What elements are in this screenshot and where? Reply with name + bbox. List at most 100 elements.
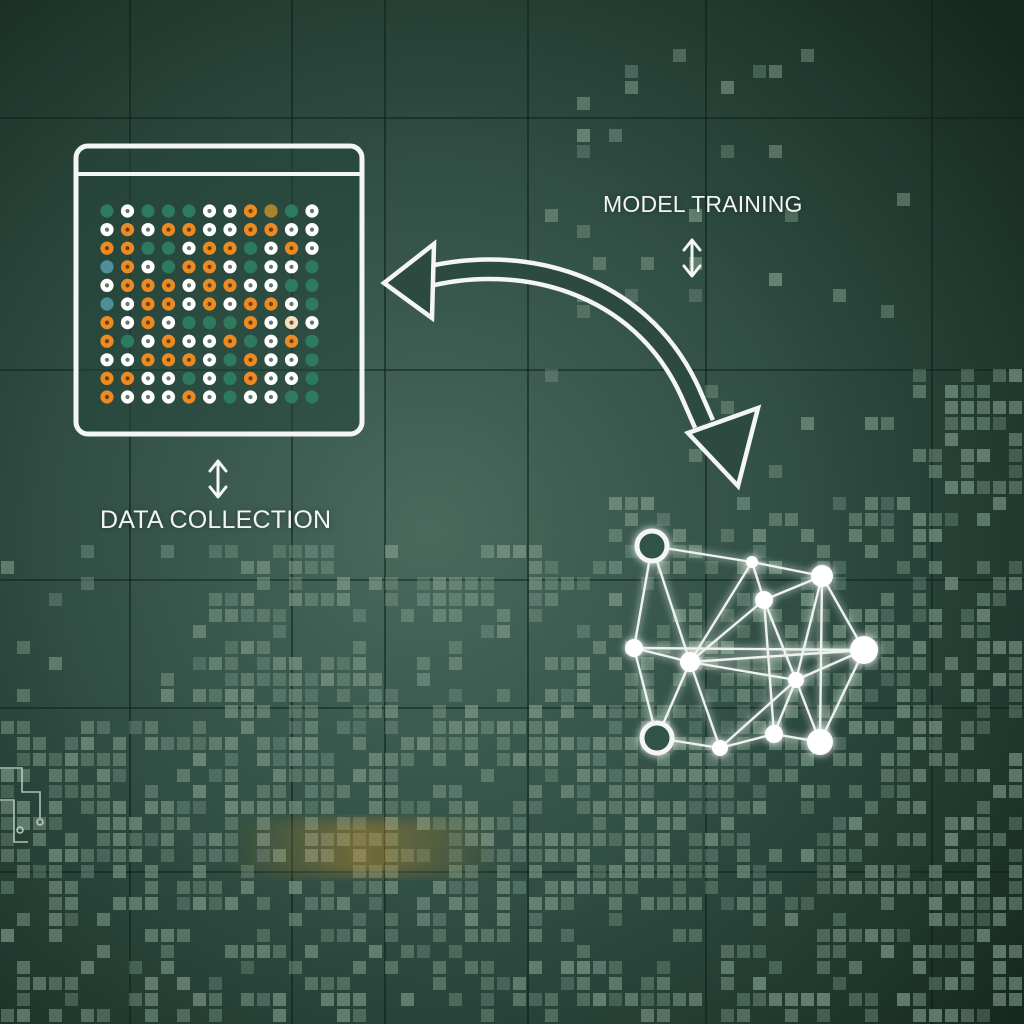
data-dot-center: [166, 357, 171, 362]
pixel-map-background: [1, 49, 1022, 1022]
data-dot-center: [166, 339, 171, 344]
data-dot-center: [227, 264, 233, 269]
data-dot-center: [248, 301, 253, 307]
network-node: [634, 528, 670, 564]
neural-network-icon: [625, 528, 878, 756]
data-dot-center: [268, 283, 274, 288]
data-dot: [305, 260, 319, 274]
data-dot: [223, 390, 237, 404]
up-down-arrow-icon: [208, 459, 228, 499]
data-dot-center: [268, 246, 274, 251]
network-edge: [689, 660, 797, 682]
data-dot-center: [289, 264, 294, 269]
data-dot: [202, 316, 217, 330]
data-dot: [305, 390, 319, 404]
data-dot-center: [104, 339, 110, 344]
data-dot-center: [227, 301, 233, 307]
data-dot-center: [125, 264, 130, 269]
data-dot-center: [145, 283, 151, 288]
network-edge: [688, 561, 754, 663]
data-dot: [182, 316, 196, 330]
data-dot-center: [125, 227, 130, 232]
data-dot-center: [145, 320, 151, 325]
data-dot-center: [186, 301, 192, 307]
data-dot-center: [166, 301, 171, 307]
data-dot-center: [289, 376, 294, 381]
network-node: [811, 565, 833, 587]
data-dot-center: [145, 394, 151, 400]
network-node: [850, 636, 878, 664]
data-dot-center: [207, 394, 212, 400]
data-dot-center: [104, 320, 110, 325]
data-dot-center: [104, 283, 110, 288]
network-edge: [689, 648, 865, 664]
data-dot-center: [125, 208, 130, 214]
data-dot-center: [227, 339, 233, 344]
data-dot-center: [104, 376, 110, 381]
data-dot: [100, 260, 114, 274]
data-dot: [223, 353, 237, 367]
data-dot: [161, 260, 176, 274]
network-node: [746, 556, 758, 568]
data-dot-center: [166, 227, 171, 232]
network-node: [712, 740, 728, 756]
circuit-trace: [0, 767, 44, 843]
data-dot: [264, 204, 278, 218]
data-dot-center: [104, 246, 110, 251]
data-dot: [305, 334, 319, 348]
up-down-arrow-icon: [682, 238, 702, 278]
data-dot-center: [268, 394, 274, 400]
data-dot: [305, 297, 319, 311]
data-dot-center: [166, 320, 171, 325]
data-dot-center: [145, 264, 151, 269]
data-dot: [243, 260, 258, 274]
data-dot-center: [166, 283, 171, 288]
data-dot-center: [289, 357, 294, 362]
data-dot-center: [145, 227, 151, 232]
data-panel-frame: [73, 143, 365, 437]
data-dot-center: [186, 339, 192, 344]
data-dot-center: [186, 246, 192, 251]
data-dot-center: [207, 301, 212, 307]
network-edge: [719, 679, 797, 749]
data-dot-center: [207, 208, 212, 214]
data-dot: [141, 204, 155, 218]
data-dot-center: [145, 301, 151, 307]
data-dot-center: [125, 394, 130, 400]
data-dot-center: [145, 376, 151, 381]
data-dot-center: [268, 339, 274, 344]
data-collection-label: DATA COLLECTION: [100, 506, 332, 534]
data-dot-center: [227, 283, 233, 288]
network-edge: [820, 575, 866, 651]
data-dot: [100, 297, 114, 311]
data-dot-center: [207, 246, 212, 251]
data-dot: [305, 278, 319, 292]
data-dot-center: [145, 357, 151, 362]
network-edge: [689, 599, 765, 663]
network-node: [680, 652, 700, 672]
network-node: [765, 725, 783, 743]
data-dot-center: [125, 357, 130, 362]
network-edge: [650, 545, 692, 663]
network-edge: [794, 575, 824, 681]
data-dot: [223, 316, 237, 330]
data-dot-center: [104, 357, 110, 362]
data-dot: [223, 371, 237, 385]
model-training-label: MODEL TRAINING: [603, 191, 803, 217]
data-dot-center: [145, 339, 151, 344]
network-edge: [818, 649, 866, 743]
amber-glow-band: [230, 820, 500, 875]
data-dot: [243, 241, 258, 255]
data-dot-center: [248, 376, 253, 381]
data-dot-center: [309, 320, 315, 325]
data-dot-center: [248, 394, 253, 400]
data-dot-center: [125, 301, 130, 307]
data-dot-center: [125, 376, 130, 381]
data-dot-center: [309, 246, 315, 251]
data-dot-center: [268, 320, 274, 325]
data-dot-center: [207, 376, 212, 381]
data-dot-center: [166, 376, 171, 381]
data-dot: [161, 241, 176, 255]
